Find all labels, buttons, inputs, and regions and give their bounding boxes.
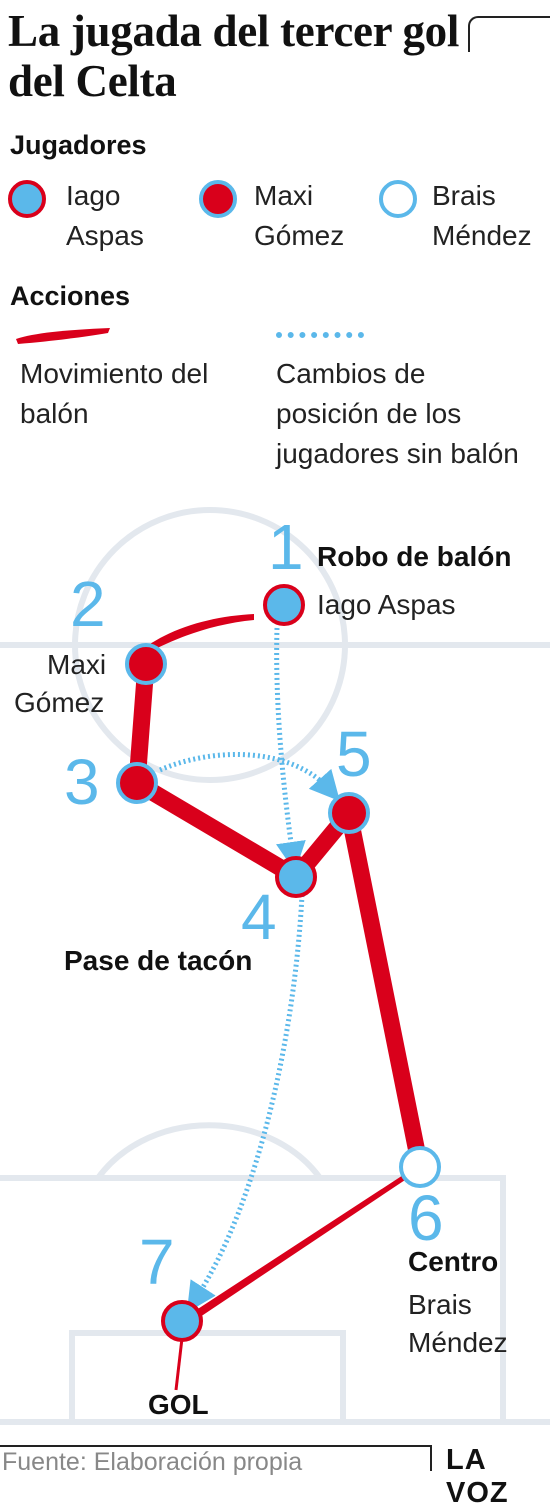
legend-action-runs: Cambios de posición de los jugadores sin… bbox=[276, 354, 519, 474]
step-1-player: Iago Aspas bbox=[317, 589, 456, 620]
ball-path-cross bbox=[181, 1164, 423, 1327]
legend-action-line: balón bbox=[20, 398, 89, 429]
step-6-player-line: Méndez bbox=[408, 1327, 508, 1358]
legend-player-line: Gómez bbox=[254, 220, 345, 251]
legend-player-maxi: Maxi Gómez bbox=[254, 176, 344, 256]
step-4-title: Pase de tacón bbox=[64, 945, 253, 976]
red-dot-blue-ring-icon bbox=[199, 180, 237, 218]
brand-logo: LA VOZ bbox=[446, 1444, 509, 1509]
legend-action-line: jugadores sin balón bbox=[276, 438, 519, 469]
legend-player-line: Maxi bbox=[254, 180, 314, 211]
player-marker-5 bbox=[328, 792, 370, 834]
step-number-7: 7 bbox=[139, 1226, 175, 1298]
penalty-arc bbox=[95, 1122, 323, 1180]
step-6-title: Centro bbox=[408, 1246, 499, 1277]
legend-player-iago: Iago Aspas bbox=[66, 176, 144, 256]
ball-path-1-2 bbox=[144, 614, 254, 654]
step-number-4: 4 bbox=[241, 881, 277, 953]
step-number-6: 6 bbox=[408, 1182, 444, 1254]
infographic-title: La jugada del tercer gol del Celta bbox=[8, 6, 460, 106]
step-2-player: Maxi bbox=[47, 646, 106, 684]
step-6-player: Brais Méndez bbox=[408, 1286, 508, 1362]
pitch-lines bbox=[0, 507, 550, 1425]
goal-area bbox=[69, 1330, 346, 1422]
title-corner-decoration bbox=[468, 16, 550, 52]
step-number-3: 3 bbox=[64, 746, 100, 818]
legend-player-line: Aspas bbox=[66, 220, 144, 251]
step-number-1: 1 bbox=[268, 511, 304, 583]
player-marker-1 bbox=[263, 584, 305, 626]
step-2-player-line: Maxi bbox=[47, 649, 107, 680]
step-2-player-surname: Gómez bbox=[14, 687, 105, 718]
legend-action-line: posición de los bbox=[276, 398, 462, 429]
step-number-5: 5 bbox=[336, 718, 372, 790]
run-maxi-3-5 bbox=[158, 751, 340, 802]
goal-label: GOL bbox=[148, 1389, 209, 1420]
white-dot-blue-ring-icon bbox=[379, 180, 417, 218]
step-6-player-line: Brais bbox=[408, 1289, 472, 1320]
run-aspas-4-7 bbox=[186, 894, 305, 1313]
legend-player-brais: Brais Méndez bbox=[432, 176, 532, 256]
run-aspas-1-4 bbox=[274, 627, 306, 872]
blue-dotted-line-icon bbox=[276, 332, 364, 338]
penalty-area bbox=[0, 1175, 506, 1422]
player-marker-3 bbox=[116, 762, 158, 804]
footer-divider bbox=[0, 1445, 432, 1447]
legend-action-line: Cambios de bbox=[276, 358, 426, 389]
player-marker-6 bbox=[399, 1146, 441, 1188]
player-marker-4 bbox=[275, 856, 317, 898]
legend-action-ball: Movimiento del balón bbox=[20, 354, 208, 434]
ball-movement-paths bbox=[128, 614, 429, 1391]
player-marker-2 bbox=[125, 643, 167, 685]
legend-action-line: Movimiento del bbox=[20, 358, 209, 389]
player-markers bbox=[116, 584, 441, 1342]
player-marker-7 bbox=[161, 1300, 203, 1342]
blue-dot-red-ring-icon bbox=[8, 180, 46, 218]
legend-player-line: Méndez bbox=[432, 220, 532, 251]
legend-player-line: Brais bbox=[432, 180, 496, 211]
step-1-title: Robo de balón bbox=[317, 541, 512, 572]
step-number-2: 2 bbox=[70, 568, 106, 640]
red-brush-stroke-icon bbox=[16, 328, 110, 344]
actions-heading: Acciones bbox=[10, 281, 131, 311]
source-credit: Fuente: Elaboración propia bbox=[2, 1448, 303, 1476]
footer-divider-tick bbox=[430, 1445, 432, 1471]
players-heading: Jugadores bbox=[10, 130, 147, 160]
legend-player-line: Iago bbox=[66, 180, 121, 211]
player-runs bbox=[158, 627, 340, 1313]
